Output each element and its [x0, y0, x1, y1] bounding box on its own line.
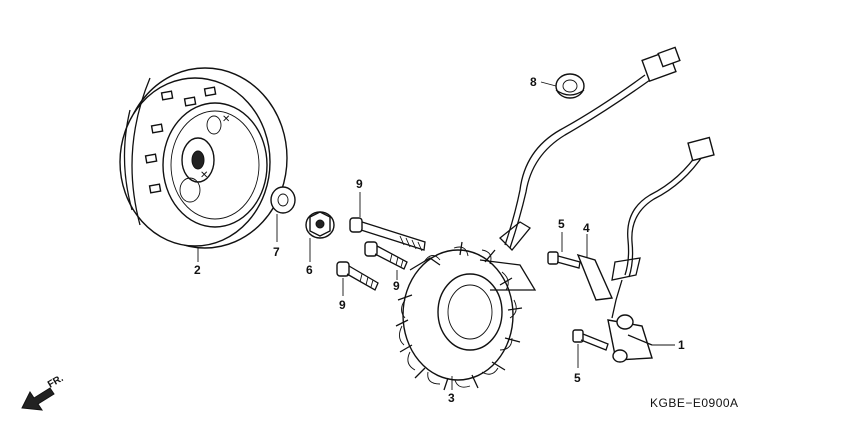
- callout-4: 4: [583, 221, 590, 235]
- leader-lines: [197, 81, 675, 390]
- flywheel-rotor: ✕ ✕: [119, 67, 288, 249]
- pulse-generator-harness: [611, 136, 715, 319]
- callout-9-top: 9: [356, 177, 363, 191]
- svg-text:✕: ✕: [222, 114, 230, 125]
- stator-bolt-top: [349, 217, 426, 252]
- stator-coil: [395, 241, 523, 391]
- callout-8: 8: [530, 75, 537, 89]
- callout-6: 6: [306, 263, 313, 277]
- stator-bolt-bottom: [336, 261, 379, 291]
- washer: [270, 186, 296, 214]
- bracket-bolt-lower: [572, 329, 609, 351]
- stator-bolt-middle: [364, 241, 408, 270]
- callout-3: 3: [448, 391, 455, 405]
- callout-2: 2: [194, 263, 201, 277]
- pulse-generator: [607, 314, 653, 363]
- bracket-bolt-upper: [547, 251, 581, 269]
- callout-5-lower: 5: [574, 371, 581, 385]
- diagram-code: KGBE−E0900A: [650, 396, 739, 410]
- callout-5-upper: 5: [558, 217, 565, 231]
- callout-9-bottom: 9: [339, 298, 346, 312]
- flange-nut: [305, 211, 335, 239]
- callout-7: 7: [273, 245, 280, 259]
- svg-text:✕: ✕: [200, 170, 208, 181]
- callout-1: 1: [678, 338, 685, 352]
- front-direction-label: FR.: [46, 373, 66, 391]
- callout-9-middle: 9: [393, 279, 400, 293]
- grommet: [555, 73, 585, 99]
- main-harness: [479, 46, 681, 291]
- front-direction-arrow: FR.: [21, 373, 66, 411]
- harness-bracket: [576, 253, 614, 301]
